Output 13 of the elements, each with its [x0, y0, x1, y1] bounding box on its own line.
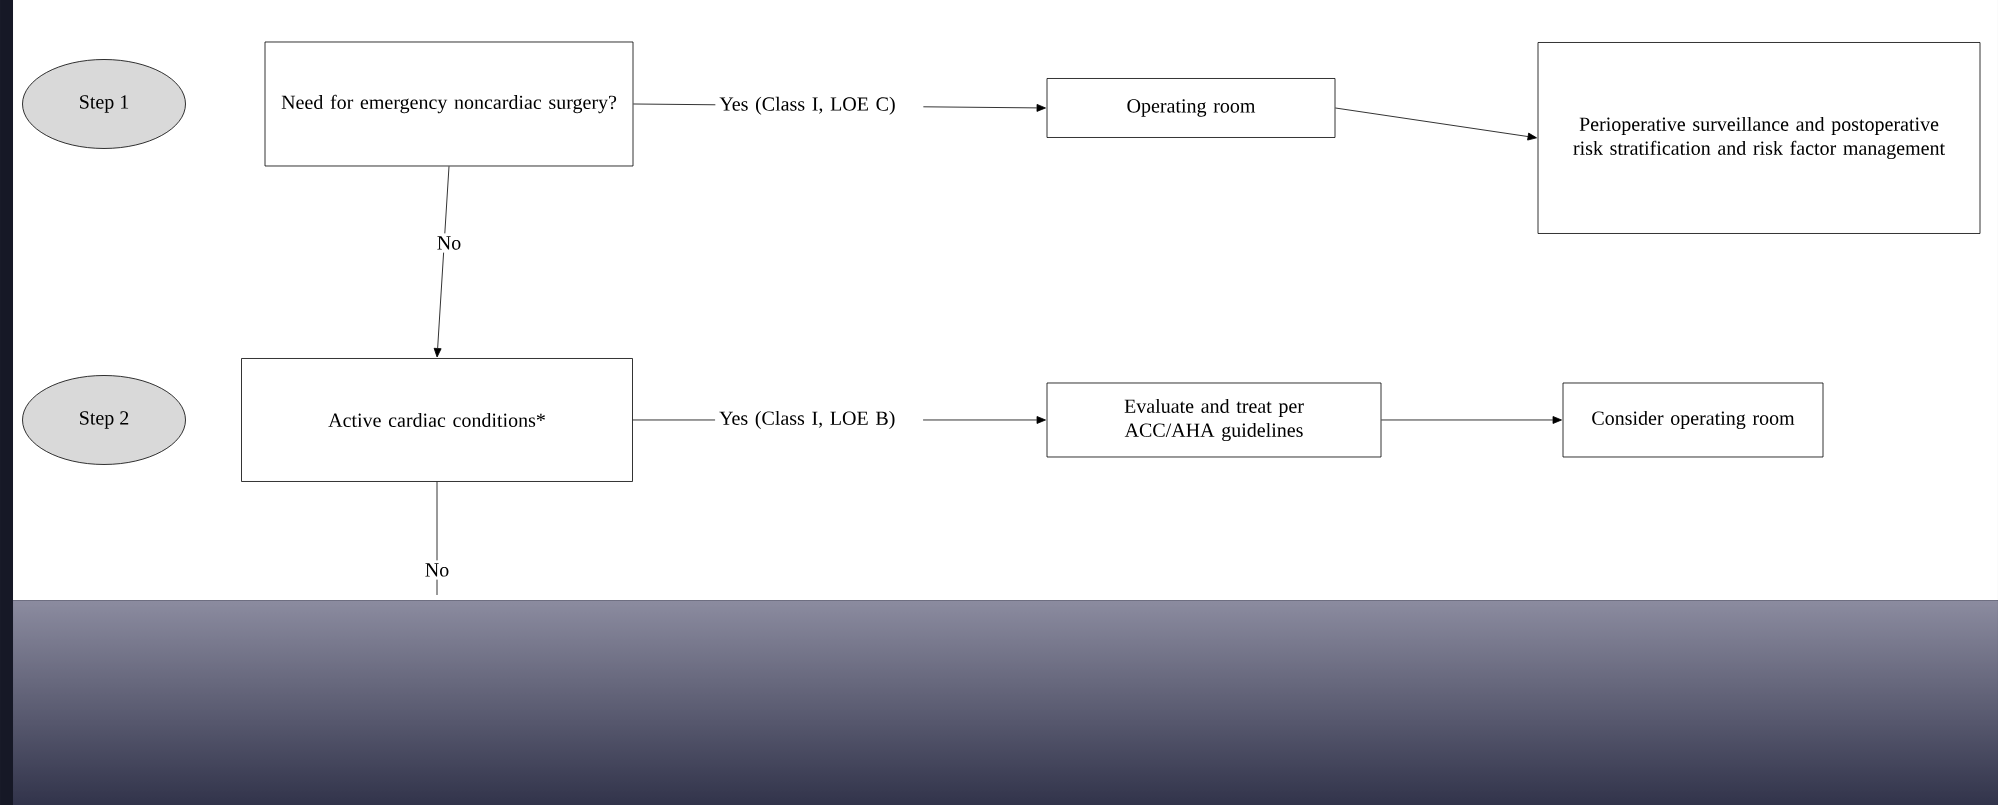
- arrow: [433, 166, 450, 358]
- arrow: [1381, 416, 1562, 424]
- process-box: Need for emergency noncardiac surgery?: [264, 41, 634, 167]
- process-box: Evaluate and treat per ACC/AHA guidelines: [1046, 382, 1382, 458]
- edge-label: Yes (Class I, LOE C): [715, 92, 924, 119]
- process-box: Active cardiac conditions*: [241, 358, 633, 482]
- edge-label: Yes (Class I, LOE B): [715, 406, 924, 434]
- process-box: Perioperative surveillance and postoperative risk stratification and risk factor management: [1537, 42, 1981, 234]
- process-box: Consider operating room: [1562, 382, 1824, 458]
- edge-label: No: [433, 233, 465, 253]
- edge-label: No: [421, 560, 453, 580]
- process-box: Operating room: [1046, 78, 1336, 138]
- arrow: [1335, 107, 1537, 141]
